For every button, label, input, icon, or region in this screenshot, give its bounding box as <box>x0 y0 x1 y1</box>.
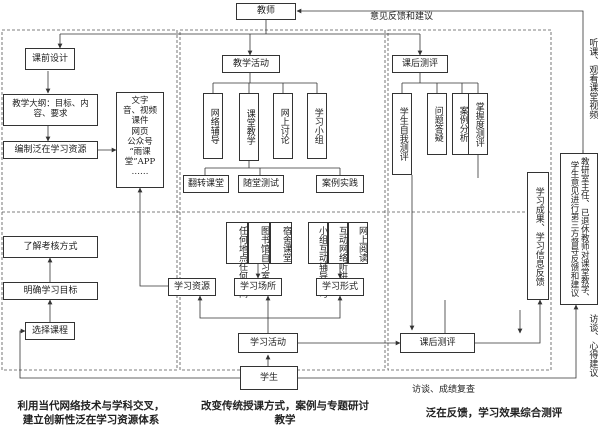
online-discussion-node: 网上讨论 <box>273 93 293 159</box>
learning-places-node: 学习场所 <box>234 278 282 296</box>
feedback-to-teacher <box>296 8 584 150</box>
anytime-anywhere-node: 任何地点任何时间 <box>226 222 248 298</box>
teaching-activities-node: 教学活动 <box>222 55 280 73</box>
self-eval-node: 学生自我测评 <box>392 93 412 175</box>
interview-suggestions-label: 访谈、心得建议 <box>587 314 598 377</box>
online-tutoring-node: 网络辅导 <box>203 93 223 159</box>
choose-course-node: 选择课程 <box>25 322 75 340</box>
learning-resources-node: 学习资源 <box>168 278 216 296</box>
resources-to-media <box>137 187 168 287</box>
syllabus-node: 教学大纲：目标、内容、要求 <box>3 94 98 126</box>
student-node: 学生 <box>240 366 298 390</box>
teaching-office-node: 教研室主任、已退休教师对课堂教学、学生意见进行第三方督导反馈和建议 <box>560 153 598 305</box>
online-reading-node: 网上阅读 <box>348 222 368 264</box>
right-caption: 泛在反馈，学习效果综合测评 <box>425 407 563 419</box>
library-self-study-node: 图书馆自习室 <box>248 222 270 280</box>
study-group-node: 学习小组 <box>307 93 327 159</box>
activities-to-resources <box>197 295 268 319</box>
learning-activities-node: 学习活动 <box>238 333 298 353</box>
left-section-frame <box>1 29 178 371</box>
classroom-teaching-node: 课堂教学 <box>239 93 259 161</box>
middle-caption: 改变传统授课方式，案例与专题研讨 教学 <box>201 400 369 427</box>
middle-section-frame <box>179 29 386 371</box>
media-types-node: 文字 音、视频 课件 网页 公众号 “雨课 堂”APP …… <box>116 92 164 188</box>
post-eval-to-outcome <box>475 299 543 344</box>
pre-class-design-node: 课前设计 <box>25 48 75 70</box>
learning-outcome-feedback-node: 学习成果、学习信息反馈 <box>527 172 549 300</box>
observe-class-label: 听课、观看课堂视频 <box>587 38 598 119</box>
qa-node: 问题答疑 <box>427 93 447 155</box>
visit-review-label: 访谈、成绩复查 <box>412 385 476 395</box>
compile-resources-node: 编制泛在学习资源 <box>3 141 98 159</box>
flipped-class-node: 翻转课堂 <box>183 175 229 193</box>
quiz-node: 随堂测试 <box>238 175 284 193</box>
learning-forms-node: 学习形式 <box>316 278 364 296</box>
left-caption: 利用当代网络技术与学科交叉， 建立创新性泛在学习资源体系 <box>17 400 165 427</box>
activities-to-forms <box>268 295 343 319</box>
section-frames <box>1 29 552 371</box>
student-to-office <box>298 304 579 379</box>
post-class-eval-2-node: 课后测评 <box>400 333 475 353</box>
clarify-goals-node: 明确学习目标 <box>3 282 98 300</box>
teacher-node: 教师 <box>236 3 296 20</box>
student-to-choose <box>19 328 240 379</box>
online-listening-node: 互动网络听讲 <box>328 222 348 280</box>
feedback-suggestions-label: 意见反馈和建议 <box>370 12 434 22</box>
dormitory-node: 宿舍课堂 <box>270 222 292 264</box>
case-practice-node: 案例实践 <box>316 175 364 193</box>
post-class-eval-node: 课后测评 <box>392 55 448 73</box>
group-interaction-node: 小组互动辅导学习 <box>308 222 328 298</box>
right-section-frame <box>387 29 552 371</box>
mastery-feedback-node: 掌握度测评 <box>468 93 488 155</box>
know-assessment-node: 了解考核方式 <box>3 236 98 258</box>
